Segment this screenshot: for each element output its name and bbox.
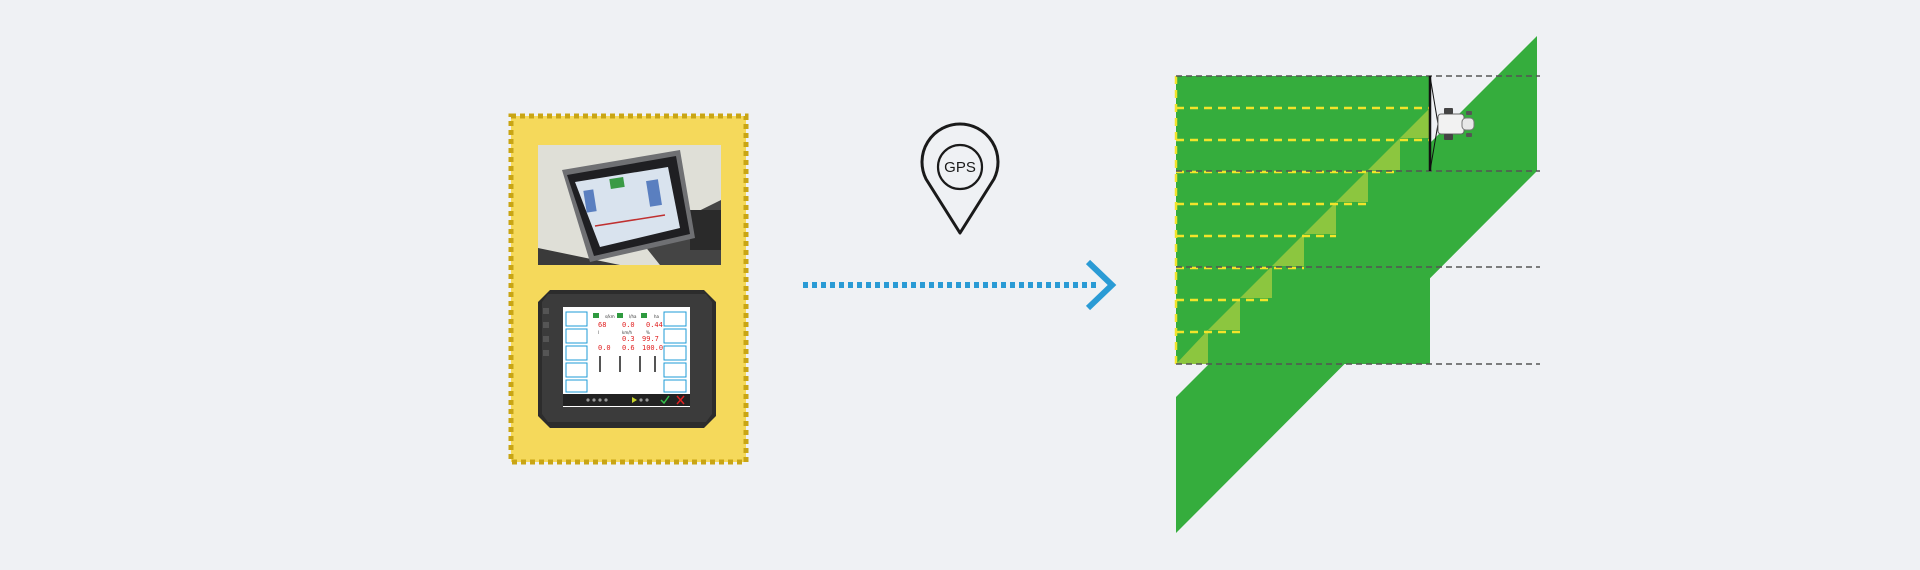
readout-8-value: 100.0 bbox=[642, 344, 663, 352]
data-flow-arrow bbox=[803, 259, 1117, 311]
readout-1-value: 68 bbox=[598, 321, 606, 329]
readout-4-value: 0.0 bbox=[598, 344, 611, 352]
mounted-terminal-photo bbox=[538, 145, 721, 265]
readout-7-value: 0.6 bbox=[622, 344, 635, 352]
readout-6-unit: % bbox=[646, 330, 650, 335]
readout-6-value: 99.7 bbox=[642, 335, 659, 343]
location-pin-icon: GPS bbox=[920, 122, 1000, 235]
tractor-icon bbox=[1428, 75, 1475, 172]
readout-3-value: 0.44 bbox=[646, 321, 663, 329]
isobus-terminal-icon: 68 0.0 0.44 0.3 99.7 0.0 0.6 100.0 s/km … bbox=[538, 290, 716, 428]
readout-5-value: 0.3 bbox=[622, 335, 635, 343]
device-panel: 68 0.0 0.44 0.3 99.7 0.0 0.6 100.0 s/km … bbox=[508, 113, 749, 465]
swath-lines bbox=[1174, 76, 1430, 364]
guidance-lines bbox=[1176, 75, 1540, 365]
gps-label: GPS bbox=[944, 159, 976, 176]
readout-1-unit: s/km bbox=[605, 314, 615, 319]
field-coverage-map bbox=[1174, 36, 1540, 533]
section-overlap-zones bbox=[1176, 108, 1430, 364]
readout-5-unit: km/h bbox=[622, 330, 633, 335]
readout-3-unit: ha bbox=[654, 314, 660, 319]
covered-area bbox=[1176, 76, 1430, 364]
readout-2-value: 0.0 bbox=[622, 321, 635, 329]
readout-4-unit: l bbox=[598, 330, 599, 335]
readout-2-unit: l/ha bbox=[629, 314, 637, 319]
